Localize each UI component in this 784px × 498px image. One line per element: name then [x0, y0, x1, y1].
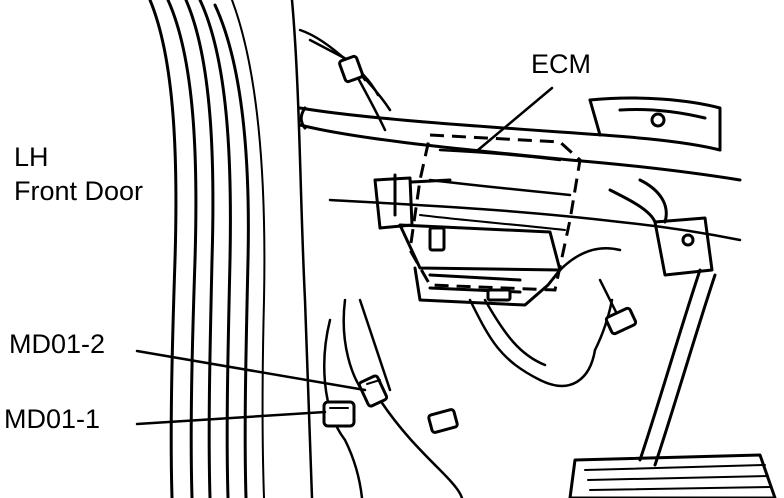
accelerator-pedal: [568, 268, 777, 498]
small-connectors: [427, 306, 638, 434]
ecm-bracket-left: [373, 173, 452, 230]
lh-label: LH: [14, 142, 49, 172]
ecm-connector-block: [398, 223, 562, 307]
ecm-label: ECM: [531, 49, 591, 79]
upper-connector: [338, 54, 387, 132]
md01-1-connector: [322, 400, 356, 428]
md01-1-leader-line: [135, 410, 327, 426]
dash-crossbeam: [298, 96, 742, 242]
ecm-bracket-right: [608, 178, 714, 277]
ecm-leader-line: [476, 86, 554, 152]
leader-lines: [135, 86, 554, 426]
md01-1-label: MD01-1: [4, 404, 101, 434]
md01-2-connector: [357, 374, 389, 408]
md01-2-label: MD01-2: [9, 329, 106, 359]
front-door-label: Front Door: [14, 176, 144, 206]
md01-2-leader-line: [135, 349, 367, 392]
lh-front-door-frame: [148, 0, 266, 498]
